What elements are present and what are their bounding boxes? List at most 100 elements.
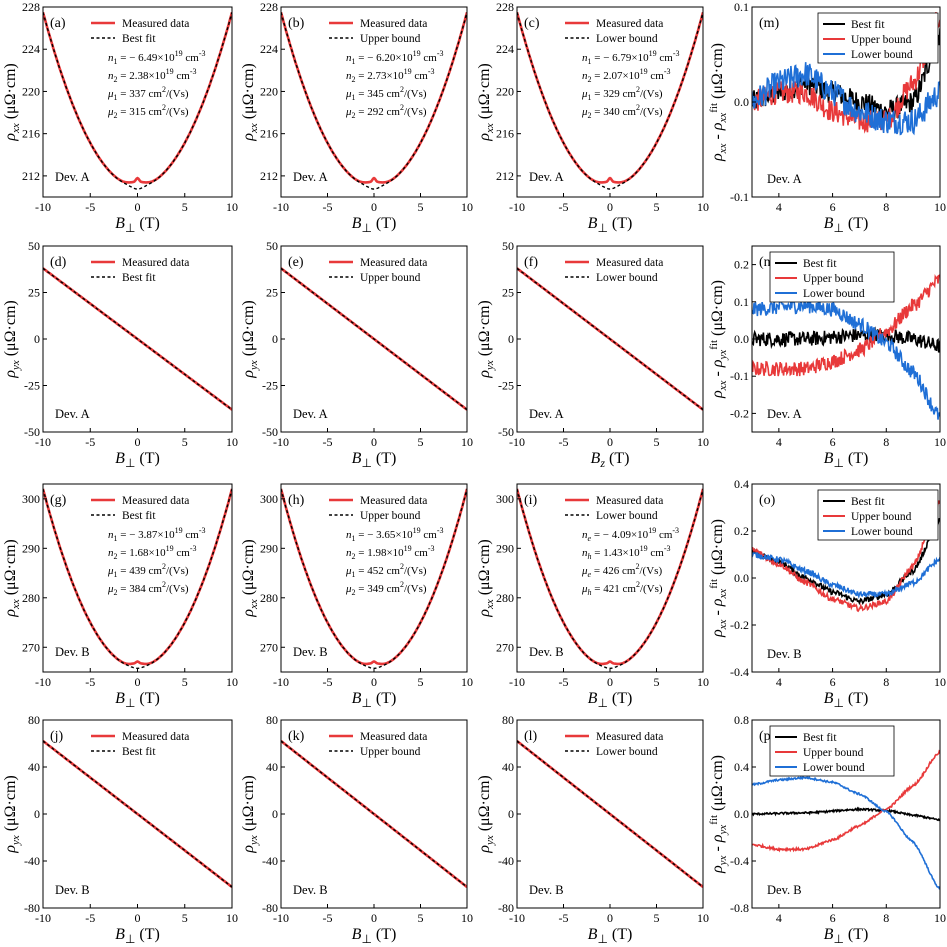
y-tick-label: 0.4	[734, 760, 749, 774]
y-tick-label: -40	[498, 854, 514, 868]
plot-area	[517, 739, 703, 889]
x-tick-label: 5	[654, 911, 660, 925]
y-tick-label: 0	[34, 807, 40, 821]
fit-parameter: n1 = − 3.65×1019 cm-3	[346, 526, 444, 543]
y-tick-label: -0.4	[730, 854, 749, 868]
fit-parameter: μ2 = 315 cm2/(Vs)	[107, 103, 189, 120]
legend-label: Lower bound	[596, 510, 658, 522]
panel-label: (m)	[759, 16, 780, 31]
y-axis-label: ρxx (μΩ·cm)	[2, 63, 22, 141]
series-best-fit	[752, 517, 940, 606]
legend-label: Best fit	[803, 732, 837, 744]
y-tick-label: 0	[508, 807, 514, 821]
panel-label: (g)	[50, 493, 67, 508]
x-axis-label: B⊥ (T)	[115, 215, 160, 235]
legend-label: Measured data	[360, 257, 427, 269]
panel-label: (o)	[759, 493, 776, 508]
x-tick-label: 0	[135, 911, 141, 925]
legend-label: Measured data	[122, 731, 189, 743]
series-best-fit	[752, 806, 940, 822]
y-axis-label: ρyx (μΩ·cm)	[2, 300, 22, 378]
legend-label: Upper bound	[803, 747, 864, 759]
fit-parameter: μ1 = 452 cm2/(Vs)	[345, 562, 427, 579]
y-axis-label: ρxx - ρxxfit (μΩ·cm)	[708, 519, 729, 638]
x-tick-label: 10	[226, 911, 238, 925]
fit-parameter: n1 = − 6.20×1019 cm-3	[346, 49, 444, 66]
fit-parameter: n2 = 2.73×1019 cm-3	[346, 67, 435, 84]
y-axis-label: ρyx (μΩ·cm)	[240, 775, 260, 853]
legend-label: Measured data	[122, 257, 189, 269]
panel-label: (l)	[524, 729, 538, 744]
legend-label: Upper bound	[360, 746, 421, 758]
x-tick-label: 5	[418, 435, 424, 449]
panel-label: (a)	[50, 16, 66, 31]
fit-parameter: μ2 = 384 cm2/(Vs)	[107, 580, 189, 597]
y-axis-label: ρxx (μΩ·cm)	[240, 539, 260, 617]
x-axis-label: B⊥ (T)	[824, 450, 869, 470]
legend-label: Measured data	[360, 18, 427, 30]
x-tick-label: -5	[323, 675, 333, 689]
fit-parameter: n1 = − 3.87×1019 cm-3	[108, 526, 206, 543]
y-tick-label: -25	[498, 379, 514, 393]
plot-area	[281, 11, 467, 190]
plot-area	[752, 12, 940, 136]
legend-label: Upper bound	[360, 510, 421, 522]
y-tick-label: 290	[22, 541, 40, 555]
fit-parameter: μ1 = 329 cm2/(Vs)	[581, 85, 663, 102]
fit-parameter: n1 = − 6.79×1019 cm-3	[582, 49, 680, 66]
y-tick-label: 0.2	[734, 258, 749, 272]
fit-parameter: n2 = 2.07×1019 cm-3	[582, 67, 671, 84]
x-tick-label: 10	[934, 435, 946, 449]
y-axis-label: ρyx (μΩ·cm)	[2, 775, 22, 853]
y-tick-label: 80	[266, 713, 278, 727]
y-tick-label: 50	[266, 239, 278, 253]
device-label: Dev. A	[767, 172, 802, 186]
series-lower-bound	[752, 62, 940, 136]
legend-label: Measured data	[596, 257, 663, 269]
x-tick-label: 6	[830, 435, 836, 449]
legend-label: Lower bound	[596, 33, 658, 45]
plot-area	[281, 267, 467, 411]
fit-parameter: ne = − 4.09×1019 cm-3	[582, 526, 679, 543]
x-tick-label: -10	[35, 675, 51, 689]
plot-area	[517, 11, 703, 190]
y-tick-label: 270	[22, 640, 40, 654]
y-tick-label: 270	[496, 640, 514, 654]
device-label: Dev. A	[293, 170, 328, 184]
panel-label: (b)	[288, 16, 305, 31]
y-axis-label: ρyx (μΩ·cm)	[476, 775, 496, 853]
x-axis-label: B⊥ (T)	[115, 926, 160, 946]
y-tick-label: 290	[260, 541, 278, 555]
y-tick-label: 0.0	[734, 807, 749, 821]
y-tick-label: 0.4	[734, 477, 749, 491]
x-axis-label: Bz (T)	[591, 450, 630, 470]
device-label: Dev. A	[529, 407, 564, 421]
y-tick-label: 0	[508, 332, 514, 346]
y-axis-label: ρxx - ρyxfit (μΩ·cm)	[708, 280, 729, 399]
x-axis-label: B⊥ (T)	[588, 926, 633, 946]
y-axis-label: ρyx (μΩ·cm)	[240, 300, 260, 378]
x-tick-label: -10	[273, 200, 289, 214]
series-fit	[281, 267, 467, 411]
legend-label: Lower bound	[596, 746, 658, 758]
y-tick-label: 228	[260, 0, 278, 14]
y-axis-label: ρxx (μΩ·cm)	[240, 63, 260, 141]
fit-parameter: μh = 421 cm2/(Vs)	[581, 580, 663, 597]
x-tick-label: -5	[559, 911, 569, 925]
series-fit	[43, 12, 232, 190]
series-fit	[517, 740, 703, 888]
y-tick-label: 300	[22, 492, 40, 506]
legend-label: Measured data	[360, 731, 427, 743]
x-tick-label: 5	[182, 911, 188, 925]
device-label: Dev. B	[529, 645, 564, 659]
series-fit	[43, 267, 232, 411]
legend-label: Measured data	[596, 731, 663, 743]
